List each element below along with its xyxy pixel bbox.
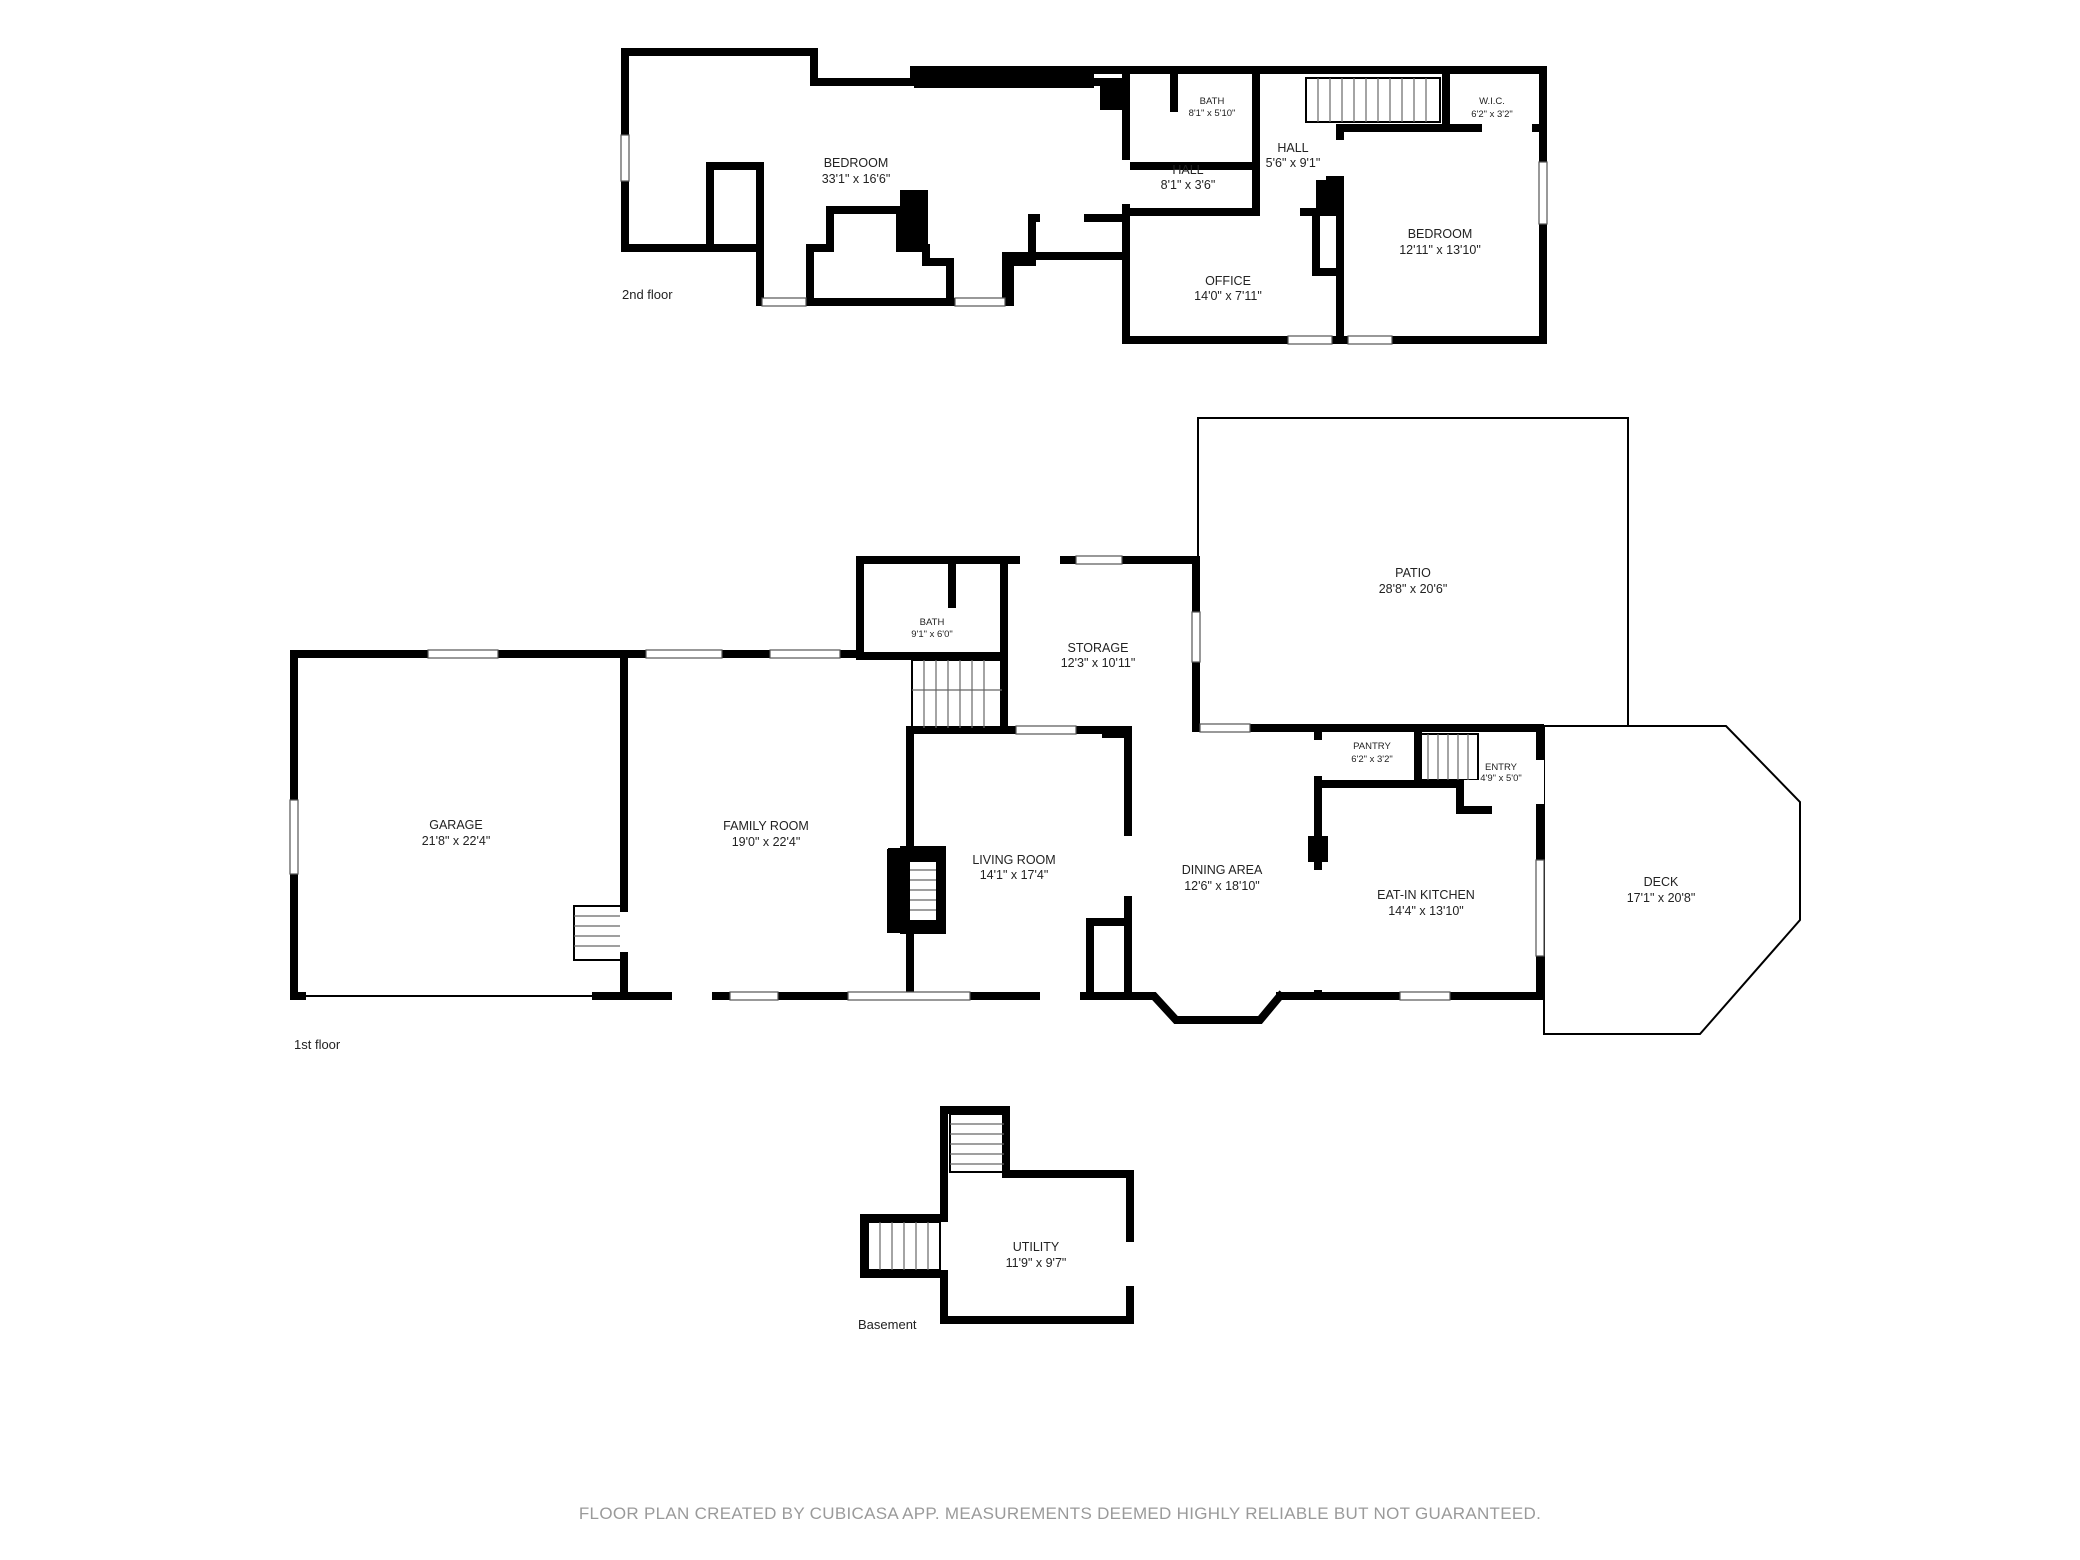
- door-opening: [1020, 556, 1060, 564]
- door-opening: [1482, 124, 1532, 132]
- window: [1538, 161, 1548, 225]
- room-name: OFFICE: [1205, 274, 1251, 288]
- fireplace: [887, 846, 946, 934]
- window: [954, 297, 1006, 307]
- room-size: 33'1" x 16'6": [822, 172, 891, 186]
- room-size: 21'8" x 22'4": [422, 834, 491, 848]
- room-size: 12'3" x 10'11": [1061, 656, 1136, 670]
- door-opening: [1314, 740, 1322, 776]
- room-name: BATH: [920, 617, 945, 628]
- stairs: [573, 905, 625, 961]
- window: [1287, 335, 1333, 345]
- door-opening: [1040, 992, 1080, 1000]
- wall: [1312, 210, 1344, 276]
- chimney: [1316, 180, 1338, 216]
- room-name: FAMILY ROOM: [723, 819, 809, 833]
- stairs: [1305, 77, 1441, 123]
- wall: [620, 556, 1492, 1000]
- room-size: 4'9" x 5'0": [1480, 773, 1522, 784]
- window: [620, 134, 630, 182]
- window: [1015, 725, 1077, 735]
- window: [1399, 991, 1451, 1001]
- window: [847, 991, 971, 1001]
- door-opening: [1124, 836, 1132, 896]
- room-name: GARAGE: [429, 818, 483, 832]
- room-size: 8'1" x 3'6": [1161, 178, 1216, 192]
- room-name: UTILITY: [1013, 1240, 1060, 1254]
- chimney: [1100, 80, 1122, 110]
- door-opening: [620, 912, 628, 952]
- column: [1308, 836, 1328, 862]
- window: [1347, 335, 1393, 345]
- room-name: BEDROOM: [824, 156, 889, 170]
- window: [289, 799, 299, 875]
- room-name: DINING AREA: [1182, 863, 1263, 877]
- room-size: 14'4" x 13'10": [1388, 904, 1464, 918]
- room-name: LIVING ROOM: [972, 853, 1055, 867]
- room-size: 6'2" x 3'2": [1351, 754, 1393, 765]
- room-name: W.I.C.: [1479, 96, 1505, 107]
- room-size: 5'6" x 9'1": [1266, 156, 1321, 170]
- window: [1199, 723, 1251, 733]
- chimney: [900, 190, 928, 246]
- stairs: [949, 1113, 1005, 1173]
- door-opening: [1122, 160, 1130, 204]
- room-name: HALL: [1277, 141, 1308, 155]
- floor-label: 1st floor: [294, 1037, 341, 1052]
- room-size: 28'8" x 20'6": [1379, 582, 1448, 596]
- stairs: [867, 1221, 941, 1271]
- room-name: PANTRY: [1353, 741, 1391, 752]
- room-size: 17'1" x 20'8": [1627, 891, 1696, 905]
- door-opening: [1464, 780, 1484, 788]
- wall: [1122, 66, 1547, 344]
- stairs: [1417, 733, 1479, 781]
- door-opening: [1336, 140, 1344, 176]
- window: [769, 649, 841, 659]
- floor-label: 2nd floor: [622, 287, 673, 302]
- room-name: PATIO: [1395, 566, 1431, 580]
- window: [729, 991, 779, 1001]
- window: [1075, 555, 1123, 565]
- second-floor-plan: [620, 48, 1548, 345]
- stairs: [911, 659, 1003, 729]
- room-size: 19'0" x 22'4": [732, 835, 801, 849]
- window: [645, 649, 723, 659]
- room-size: 8'1" x 5'10": [1189, 108, 1236, 119]
- window: [1191, 611, 1201, 663]
- room-size: 14'1" x 17'4": [980, 868, 1049, 882]
- room-size: 14'0" x 7'11": [1194, 289, 1262, 303]
- deck-outline: [1543, 725, 1801, 1035]
- first-floor-plan: [289, 417, 1801, 1035]
- room-size: 9'1" x 6'0": [911, 629, 953, 640]
- room-name: EAT-IN KITCHEN: [1377, 888, 1475, 902]
- room-name: DECK: [1644, 875, 1679, 889]
- column: [1102, 728, 1124, 738]
- basement-plan: [860, 1106, 1134, 1324]
- room-name: BATH: [1200, 96, 1225, 107]
- bay-window: [1153, 995, 1281, 1023]
- room-size: 6'2" x 3'2": [1471, 109, 1513, 120]
- floor-label: Basement: [858, 1317, 917, 1332]
- room-name: HALL: [1172, 163, 1203, 177]
- window: [427, 649, 499, 659]
- wall: [621, 48, 1130, 252]
- room-size: 12'11" x 13'10": [1399, 243, 1481, 257]
- beam: [914, 74, 1094, 88]
- room-name: STORAGE: [1068, 641, 1129, 655]
- room-size: 11'9" x 9'7": [1006, 1256, 1067, 1270]
- door-opening: [1314, 870, 1322, 990]
- footer-disclaimer: FLOOR PLAN CREATED BY CUBICASA APP. MEAS…: [579, 1504, 1541, 1523]
- door-opening: [672, 992, 712, 1000]
- window: [761, 297, 807, 307]
- room-name: ENTRY: [1485, 762, 1518, 773]
- wall: [860, 1106, 1134, 1324]
- door-opening: [1040, 214, 1084, 222]
- door-opening: [1536, 760, 1544, 804]
- room-name: BEDROOM: [1408, 227, 1473, 241]
- window: [1535, 859, 1545, 957]
- room-size: 12'6" x 18'10": [1184, 879, 1260, 893]
- door-opening: [1260, 208, 1300, 216]
